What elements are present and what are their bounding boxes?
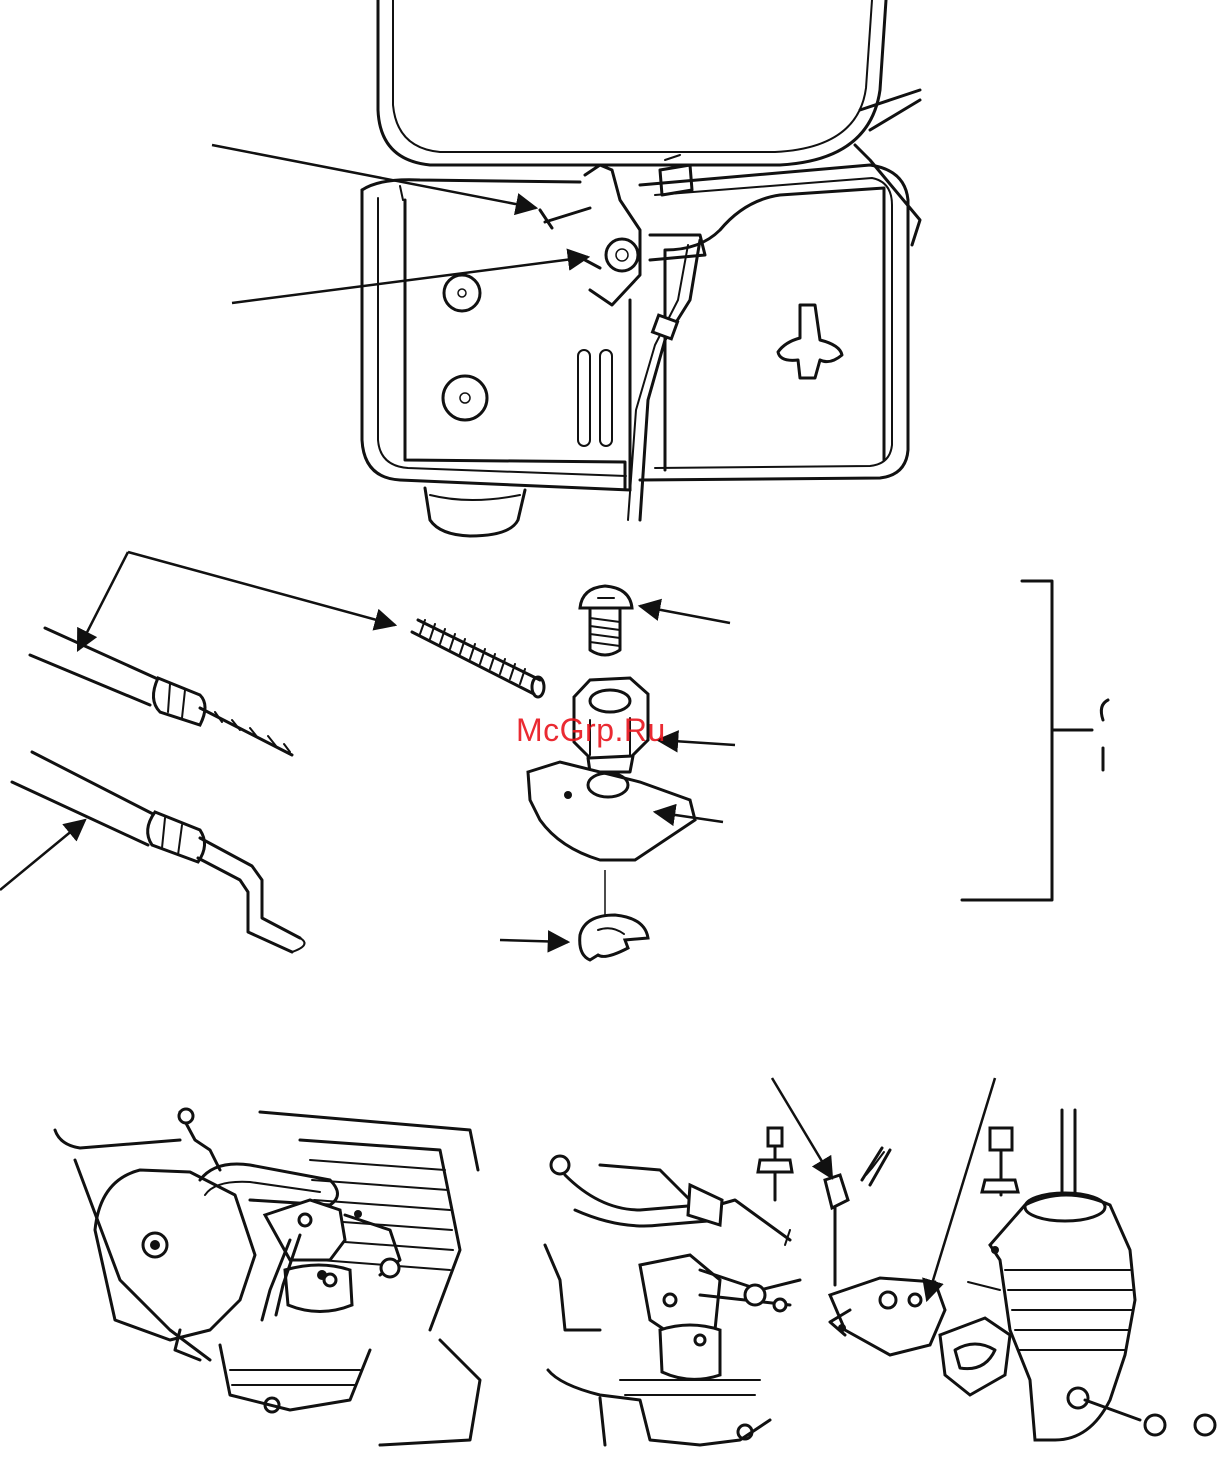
- screw-icon: [580, 586, 632, 655]
- engine-icon: [55, 1112, 480, 1445]
- group-bracket: [962, 581, 1108, 900]
- fuel-tank-icon: [378, 0, 886, 165]
- carburetor-right-icon: [551, 1156, 800, 1379]
- carburetor-icon: [179, 1109, 400, 1320]
- air-cleaner-icon: [640, 90, 920, 480]
- spring-icon: [412, 620, 544, 697]
- engine-top-view-figure: [212, 0, 920, 536]
- e-clip-icon: [580, 915, 648, 960]
- cylinder-icon: [968, 1110, 1215, 1440]
- plate-icon: [528, 762, 695, 860]
- watermark: McGrp.Ru: [516, 712, 666, 749]
- cable-lower-icon: [12, 752, 305, 952]
- carburetor-left-figure: [55, 1109, 480, 1445]
- engine-block-icon: [362, 180, 630, 536]
- governor-link-icon: [758, 1128, 1010, 1395]
- exploded-cable-parts-figure: [0, 552, 1108, 960]
- carburetor-right-figure: [545, 1078, 1215, 1445]
- cable-upper-icon: [30, 628, 292, 755]
